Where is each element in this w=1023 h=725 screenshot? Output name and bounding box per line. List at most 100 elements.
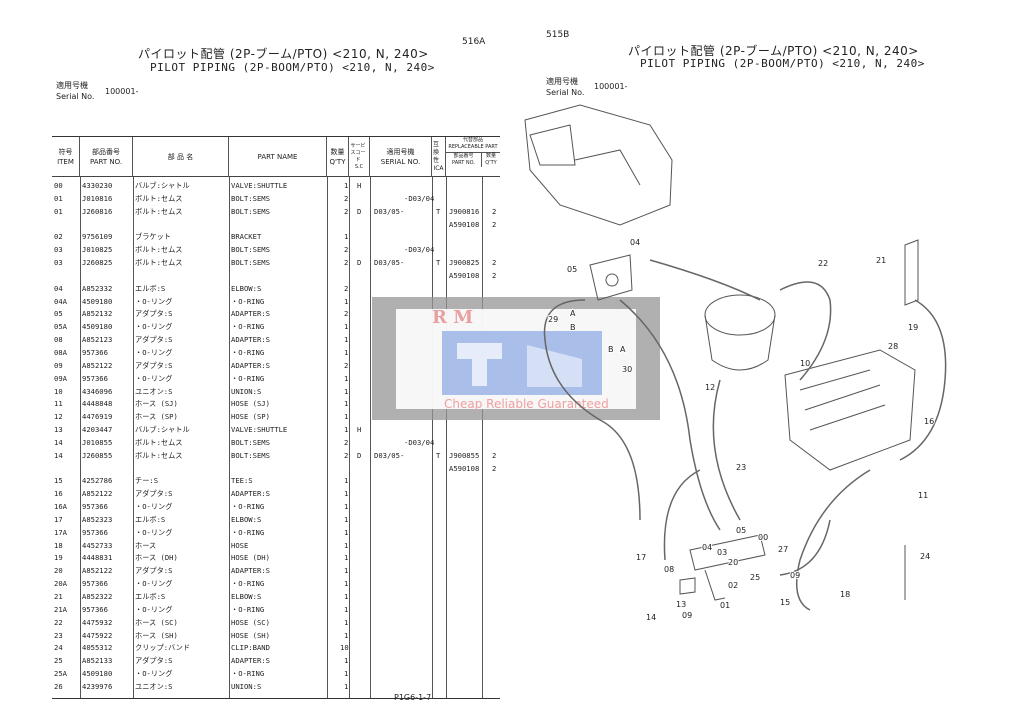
cell-ica: T [436, 258, 441, 268]
hdr-serial-jp: 適用号機 [386, 148, 415, 156]
cell-part-no: 4252786 [82, 476, 113, 486]
cell-item: 01 [54, 206, 63, 216]
cell-qty: 10 [340, 643, 349, 653]
cell-name: ADAPTER:S [231, 309, 270, 319]
cell-item: 21A [54, 604, 67, 614]
cell-name: UNION:S [231, 386, 262, 396]
cell-part-no: 4346096 [82, 386, 113, 396]
cell-item: 09 [54, 360, 63, 370]
cell-part-no: 957366 [82, 347, 108, 357]
cell-name: HOSE [231, 540, 249, 550]
cell-item: 23 [54, 630, 63, 640]
cell-qty: 1 [344, 592, 349, 601]
cell-qty: 2 [344, 309, 349, 319]
callout-label: 04 [630, 238, 640, 247]
cell-serial: -D03/04 [404, 245, 435, 255]
cell-qty: 2 [344, 245, 349, 255]
hdr-name-en: PART NAME [257, 153, 298, 161]
cell-name: ・O-RING [231, 296, 265, 306]
cell-qty: 1 [344, 386, 349, 396]
cell-jp: ・O-リング [135, 669, 173, 679]
cell-qty: 1 [344, 527, 349, 537]
cell-repl-part: J900855 [449, 450, 480, 460]
cell-ica: T [436, 450, 441, 460]
cell-name: VALVE:SHUTTLE [231, 425, 288, 435]
cell-name: ・O-RING [231, 604, 265, 614]
cell-qty: 1 [344, 181, 349, 190]
cell-item: 21 [54, 592, 63, 601]
cell-jp: ユニオン:S [135, 386, 173, 396]
cell-item: 25 [54, 656, 63, 666]
callout-label: 13 [676, 600, 686, 609]
hdr-repl-part-en: PART NO. [452, 160, 475, 166]
hdr-sc-en: S.C [354, 164, 364, 170]
callout-label: 00 [758, 533, 768, 542]
cell-jp: ホース (SJ) [135, 399, 178, 409]
cell-qty: 1 [344, 681, 349, 691]
cell-part-no: 4330230 [82, 181, 113, 190]
callout-label: 25 [750, 573, 760, 582]
cell-jp: アダプタ:S [135, 335, 173, 345]
cell-item: 02 [54, 232, 63, 242]
cell-jp: ユニオン:S [135, 681, 173, 691]
cell-jp: ホース (SC) [135, 617, 178, 627]
cell-jp: ボルト:セムス [135, 450, 183, 460]
cell-jp: ・O-リング [135, 579, 173, 589]
cell-item: 16 [54, 489, 63, 499]
cell-repl-qty: 2 [492, 206, 497, 216]
cell-part-no: A852122 [82, 489, 113, 499]
hdr-repl-part-jp: 部品番号 [453, 153, 474, 159]
callout-label: 27 [778, 545, 788, 554]
cell-part-no: J010825 [82, 245, 113, 255]
cell-item: 03 [54, 245, 63, 255]
cell-qty: 2 [344, 283, 349, 293]
cell-part-no: A852123 [82, 335, 113, 345]
cell-jp: アダプタ:S [135, 566, 173, 576]
serial-label-jp: 適用号機 [56, 81, 88, 90]
cell-jp: ホース (SH) [135, 630, 178, 640]
hdr-ica-jp: 互換性 [432, 141, 439, 164]
cell-item: 15 [54, 476, 63, 486]
cell-qty: 1 [344, 425, 349, 435]
cell-item: 17 [54, 514, 63, 524]
cell-jp: チー:S [135, 476, 159, 486]
hdr-item-jp: 符号 [58, 148, 73, 156]
cell-jp: ホース (SP) [135, 412, 178, 422]
cell-qty: 1 [344, 630, 349, 640]
cell-jp: エルボ:S [135, 514, 166, 524]
cell-name: BOLT:SEMS [231, 450, 270, 460]
cell-qty: 1 [344, 604, 349, 614]
column-divider [482, 177, 483, 698]
callout-label: 08 [664, 565, 674, 574]
cell-repl-qty: 2 [492, 463, 497, 473]
watermark: R M Cheap Reliable Guaranteed [372, 297, 660, 420]
callout-label: 09 [790, 571, 800, 580]
column-divider [349, 177, 350, 698]
cell-qty: 2 [344, 206, 349, 216]
cell-jp: ・O-リング [135, 347, 173, 357]
cell-jp: アダプタ:S [135, 309, 173, 319]
cell-item: 05 [54, 309, 63, 319]
cell-qty: 2 [344, 450, 349, 460]
cell-repl-part: J900816 [449, 206, 480, 216]
callout-label: 04 [702, 543, 712, 552]
cell-jp: アダプタ:S [135, 360, 173, 370]
cell-name: HOSE (SC) [231, 617, 270, 627]
cell-sc: H [357, 181, 362, 190]
serial-value: 100001- [105, 87, 139, 96]
cell-repl-qty: 2 [492, 258, 497, 268]
cell-part-no: 4476919 [82, 412, 113, 422]
